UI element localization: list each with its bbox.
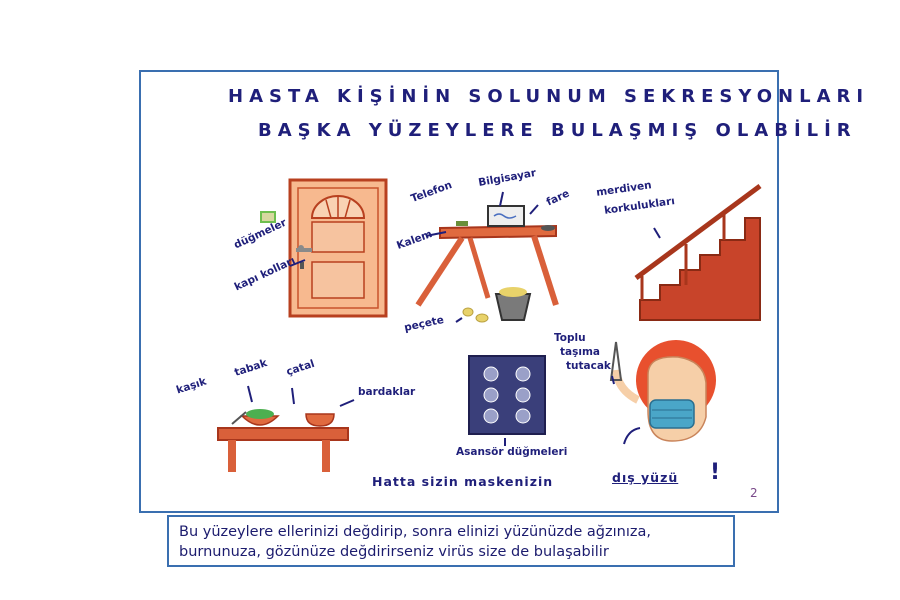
caption-line-1: Bu yüzeylere ellerinizi değdirip, sonra … (179, 524, 651, 540)
label-asansor: Asansör düğmeleri (456, 446, 568, 458)
stairs-drawing (634, 183, 762, 321)
caption-line-2: burnunuza, gözünüze değdirirseniz virüs … (179, 544, 609, 560)
masked-person-drawing (609, 340, 716, 442)
label-bardaklar: bardaklar (358, 386, 416, 398)
label-toplu: Toplu (554, 332, 586, 344)
table-drawing (217, 409, 349, 472)
caption-box: Bu yüzeylere ellerinizi değdirip, sonra … (167, 515, 735, 567)
desk-drawing (415, 205, 559, 307)
label-dis-yuzu: dış yüzü (612, 470, 679, 485)
label-exclaim: ! (710, 460, 721, 485)
bin-drawing (462, 287, 532, 323)
title-line-1: HASTA KİŞİNİN SOLUNUM SEKRESYONLARI (228, 86, 870, 107)
switch-drawing (260, 211, 276, 223)
page-number: 2 (750, 486, 758, 500)
title-line-2: BAŞKA YÜZEYLERE BULAŞMIŞ OLABİLİR (258, 120, 857, 141)
arrows (247, 191, 661, 446)
label-hatta: Hatta sizin maskenizin (372, 474, 554, 489)
elevator-panel-drawing (468, 355, 546, 435)
door-drawing (288, 178, 388, 318)
label-tutacak: tutacak (566, 360, 611, 372)
label-tasima: taşıma (560, 346, 600, 358)
